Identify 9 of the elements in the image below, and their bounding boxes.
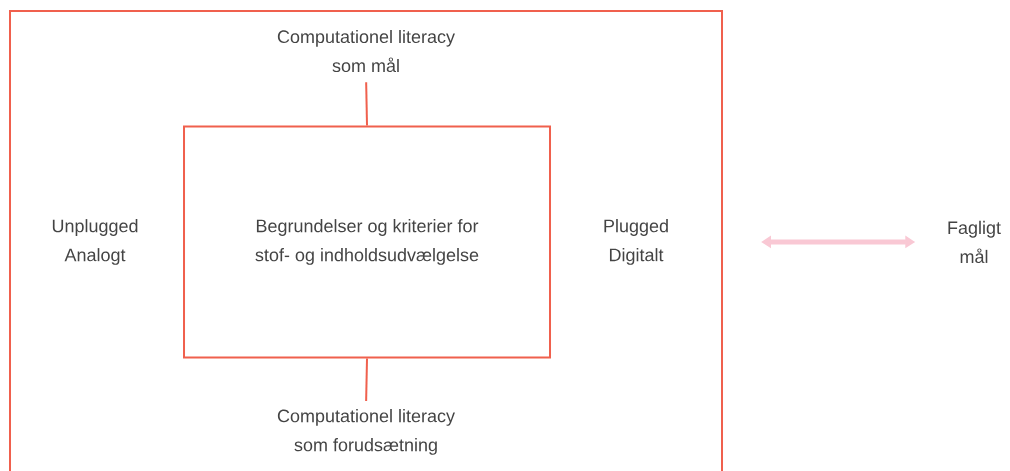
criteria-box: Begrundelser og kriterier for stof- og indholdsudvælgelse xyxy=(183,125,551,359)
connector-line xyxy=(365,81,368,127)
goal-text: Fagligt mål xyxy=(948,220,1001,264)
connector-line xyxy=(365,357,368,402)
category-text: Unplugged Analogt xyxy=(52,219,138,265)
heading-text: Computationel literacy som mål xyxy=(277,29,455,73)
category-text: Plugged Digitalt xyxy=(604,219,668,265)
frame-box xyxy=(9,10,723,471)
heading-text: Computationel literacy som forudsætning xyxy=(277,409,455,455)
